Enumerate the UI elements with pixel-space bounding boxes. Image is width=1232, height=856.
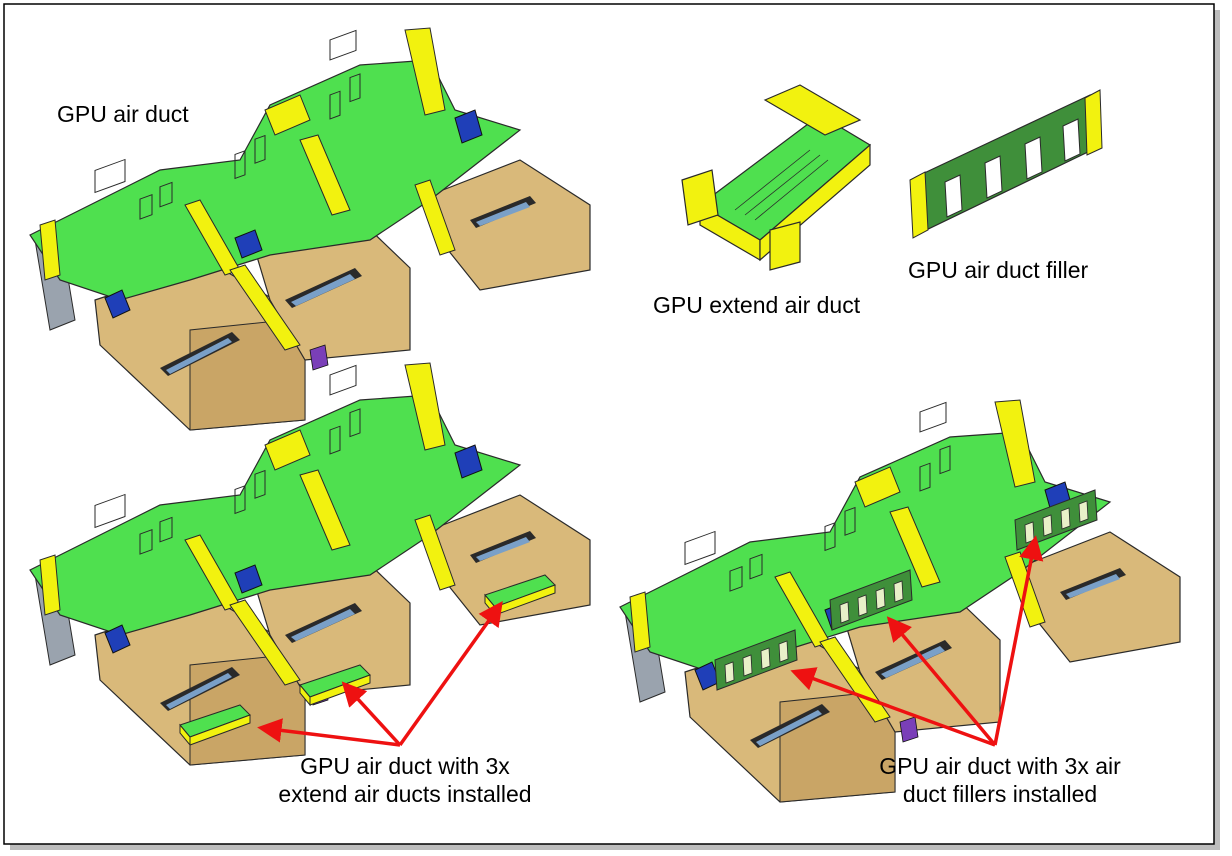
gpu-air-duct-filler-illustration xyxy=(909,89,1103,239)
label-extend-installed-line2: extend air ducts installed xyxy=(278,781,532,807)
arrows-fillers xyxy=(790,535,1044,747)
label-gpu-air-duct: GPU air duct xyxy=(57,101,189,127)
label-extend-installed-line1: GPU air duct with 3x xyxy=(300,753,510,779)
label-fillers-installed-line2: duct fillers installed xyxy=(902,781,1098,807)
gpu-extend-air-duct-illustration xyxy=(681,84,872,271)
label-gpu-extend-air-duct: GPU extend air duct xyxy=(653,292,861,318)
label-fillers-installed: GPU air duct with 3x air duct fillers in… xyxy=(845,752,1155,808)
label-fillers-installed-line1: GPU air duct with 3x air xyxy=(879,753,1121,779)
label-gpu-air-duct-filler: GPU air duct filler xyxy=(908,257,1089,283)
arrows-extend xyxy=(257,601,503,747)
label-extend-installed: GPU air duct with 3x extend air ducts in… xyxy=(250,752,560,808)
